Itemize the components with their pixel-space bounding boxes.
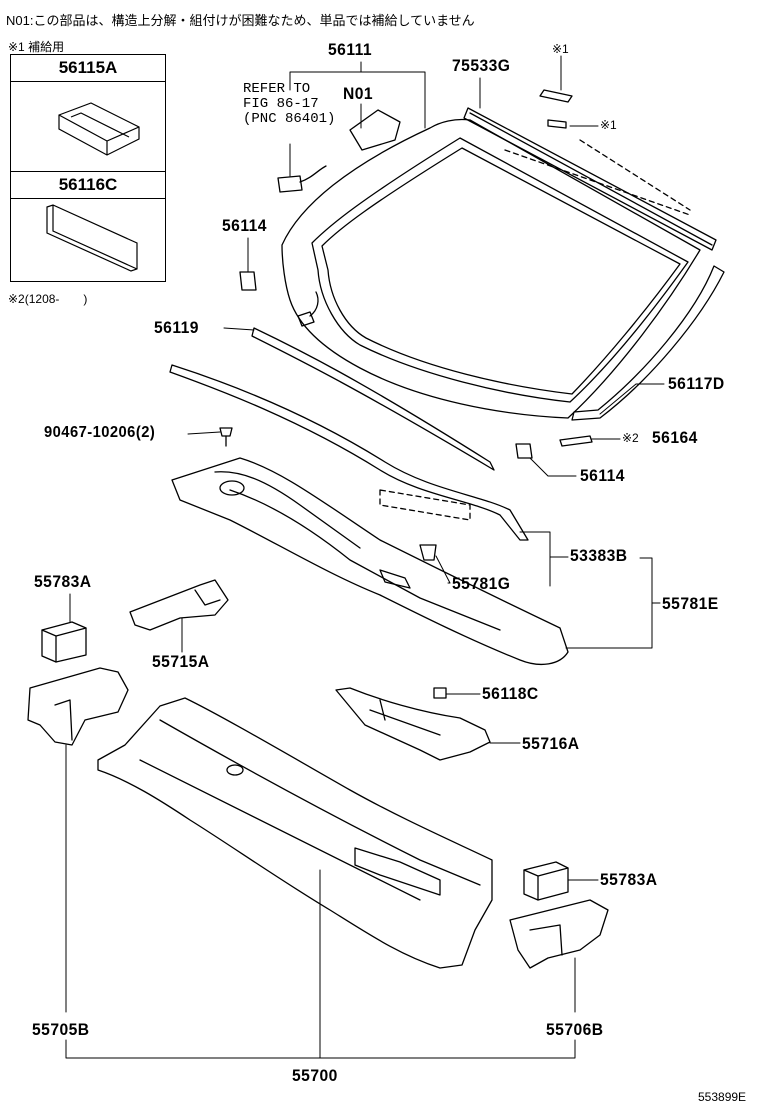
fastener-90467: [219, 427, 233, 437]
cowl-top-detail-1: [214, 471, 361, 549]
strip-56119: [251, 327, 495, 471]
kit-part-a-label: 56115A: [11, 55, 165, 82]
clip-55781G: [419, 544, 437, 561]
label-55781G: 55781G: [452, 574, 511, 593]
dash-panel-hole: [226, 764, 244, 776]
bracket-56114-bottom: [515, 443, 533, 459]
side-member-55706B: [509, 899, 609, 969]
block-55783A-right: [523, 861, 569, 901]
clip-top: [539, 89, 573, 103]
windshield-inner-edge: [311, 137, 689, 403]
mark-1-right: ※1: [600, 118, 617, 132]
label-55715A: 55715A: [152, 652, 210, 671]
label-55783A-right: 55783A: [600, 870, 658, 889]
label-55716A: 55716A: [522, 734, 580, 753]
label-56114-top: 56114: [222, 216, 267, 235]
label-56111: 56111: [328, 40, 373, 59]
windshield-seal: [321, 147, 681, 395]
dash-panel-ridge-2: [139, 759, 421, 901]
supply-note: ※1 補給用: [8, 40, 65, 54]
block-edges-left: [41, 627, 87, 663]
harness-bracket: [277, 175, 303, 193]
block-55783A-left: [41, 621, 87, 663]
kit-drawings: [46, 102, 140, 272]
label-55700: 55700: [292, 1066, 338, 1085]
label-90467: 90467-10206(2): [44, 424, 156, 441]
harness-wire: [299, 165, 327, 183]
figure-code: 553899E: [698, 1090, 747, 1104]
label-56114-bottom: 56114: [580, 466, 625, 485]
dash-panel-ridge-1: [159, 719, 481, 886]
bracket-55715A: [129, 579, 229, 631]
bracket-56114-top: [239, 271, 257, 291]
inner-panel-55716A: [335, 687, 491, 761]
footnote: ※2(1208- ): [8, 292, 88, 306]
label-55781E: 55781E: [662, 594, 719, 613]
side-member-right-detail: [529, 924, 563, 956]
kit-part-b-drawing: [46, 204, 138, 272]
part-56164: [559, 435, 593, 447]
cowl-top-detail-2: [229, 489, 501, 631]
label-n01: N01: [343, 84, 374, 103]
label-56119: 56119: [154, 318, 199, 337]
connector: [297, 311, 315, 327]
n01-bracket: [349, 109, 401, 151]
side-member-left-detail: [54, 699, 73, 741]
mark-1-top: ※1: [552, 42, 569, 56]
dashed-bracket: [379, 489, 471, 521]
strip-56119-b: [169, 364, 529, 541]
side-member-55705B: [27, 667, 129, 746]
dashed-leader-2: [504, 149, 691, 216]
windshield-glass: [281, 118, 701, 419]
label-56118C: 56118C: [482, 684, 539, 703]
mark-2: ※2: [622, 431, 639, 445]
part-56118C: [433, 687, 447, 699]
label-56117D: 56117D: [668, 374, 725, 393]
dash-panel-55700: [97, 697, 493, 969]
clip-right: [547, 119, 567, 129]
bracket-55715A-detail: [194, 589, 221, 606]
inner-panel-detail: [369, 699, 441, 736]
dashed-leader-1: [579, 139, 691, 211]
label-55706B: 55706B: [546, 1020, 604, 1039]
kit-part-a-drawing: [58, 102, 140, 156]
label-75533G: 75533G: [452, 56, 511, 75]
cowl-grille: [379, 569, 411, 589]
dash-panel-opening: [354, 847, 441, 896]
header-note: N01:この部品は、構造上分解・組付けが困難なため、単品では補給していません: [6, 13, 475, 28]
top-moulding-line: [469, 112, 713, 246]
leader-lines: [65, 55, 665, 1059]
block-edges-right: [523, 867, 569, 901]
label-55783A-left: 55783A: [34, 572, 92, 591]
label-56164: 56164: [652, 428, 698, 447]
refer-note: REFER TO FIG 86-17 (PNC 86401): [243, 81, 336, 127]
side-moulding: [571, 265, 725, 421]
kit-box: 56115A 56116C: [10, 54, 166, 282]
kit-part-b-label: 56116C: [11, 171, 165, 199]
top-moulding: [463, 107, 717, 251]
cowl-hole: [219, 480, 245, 496]
label-53383B: 53383B: [570, 546, 628, 565]
cowl-top-panel: [171, 457, 569, 666]
label-55705B: 55705B: [32, 1020, 90, 1039]
connector-wire: [309, 291, 319, 317]
